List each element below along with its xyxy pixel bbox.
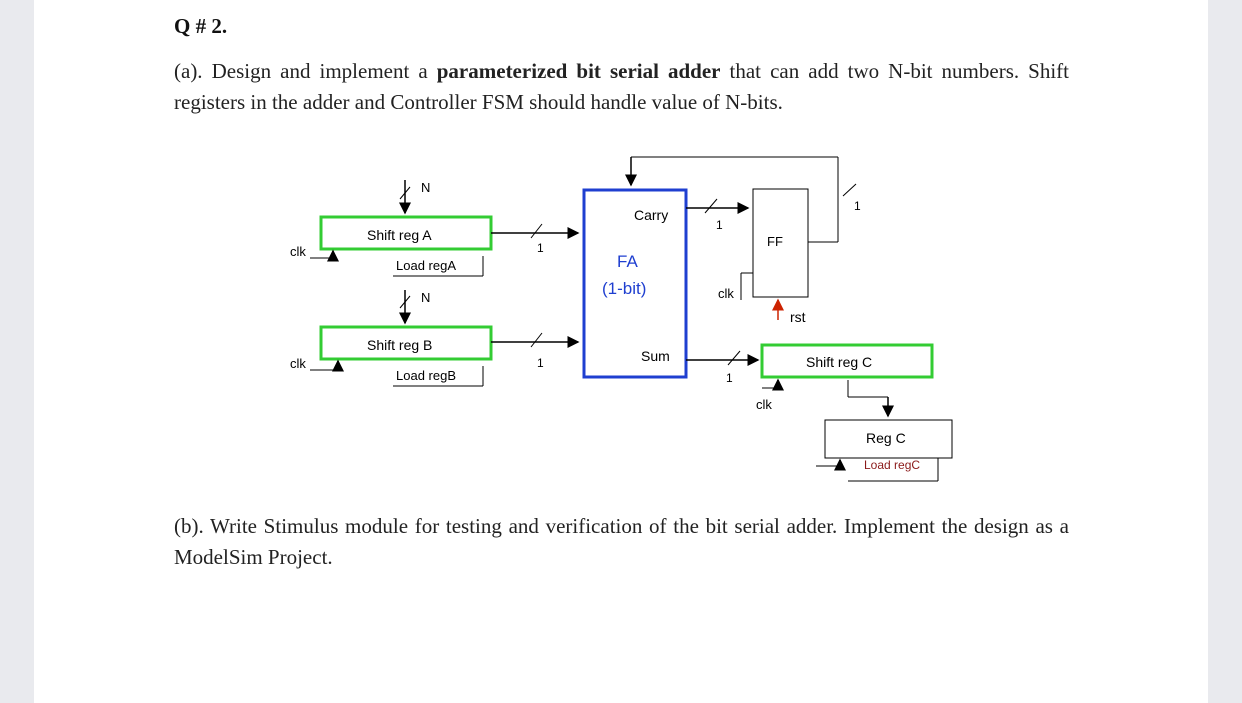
full-adder: Carry FA (1-bit) Sum: [582, 188, 688, 379]
shift-reg-b: N Shift reg B Load regB clk 1: [290, 290, 580, 387]
reg-c-box: [824, 419, 953, 459]
shift-reg-a-width-label: N: [421, 180, 430, 195]
load-rega-label: Load regA: [396, 258, 456, 273]
shift-reg-b-label: Shift reg B: [367, 337, 432, 353]
ff-rst-label: rst: [790, 309, 806, 325]
part-b-paragraph: (b). Write Stimulus module for testing a…: [174, 514, 1069, 569]
fa-name: FA: [617, 252, 638, 271]
shift-reg-a-box: [319, 215, 493, 251]
shift-reg-a: N Shift reg A Load regA clk 1: [290, 180, 580, 277]
ff-in-width: 1: [716, 218, 723, 232]
shift-reg-b-clk-label: clk: [290, 356, 306, 371]
reg-c-label: Reg C: [866, 430, 906, 446]
load-regb-label: Load regB: [396, 368, 456, 383]
ff-feedback-width: 1: [854, 199, 861, 213]
fa-sum-label: Sum: [641, 348, 670, 364]
ff-label: FF: [767, 234, 783, 249]
question-number: Q # 2.: [174, 14, 228, 38]
shift-reg-a-out-width: 1: [537, 241, 544, 255]
part-a-bold-term: parameterized bit serial adder: [436, 59, 721, 83]
fa-carry-label: Carry: [634, 207, 668, 223]
reg-c: Reg C Load regC: [816, 419, 953, 482]
shift-reg-a-clk-label: clk: [290, 244, 306, 259]
shift-reg-b-width-label: N: [421, 290, 430, 305]
fa-detail: (1-bit): [602, 279, 646, 298]
shift-reg-c-box: [760, 343, 934, 379]
part-a-suffix: that can add two N-bit numbers. Shift re…: [174, 59, 1069, 114]
shift-reg-c: 1 Shift reg C clk: [686, 343, 934, 418]
shift-reg-c-label: Shift reg C: [806, 354, 872, 370]
shift-reg-a-label: Shift reg A: [367, 227, 432, 243]
carry-flip-flop: FF 1 1 clk rst: [625, 156, 861, 325]
ff-clk-label: clk: [718, 286, 734, 301]
full-adder-box: [582, 188, 688, 379]
part-a-prefix: (a). Design and implement a: [174, 59, 437, 83]
shift-reg-b-box: [319, 325, 493, 361]
shift-reg-c-in-width: 1: [726, 371, 733, 385]
ff-box: [752, 188, 809, 298]
shift-reg-b-out-width: 1: [537, 356, 544, 370]
part-a-paragraph: (a). Design and implement a parameterize…: [174, 56, 1069, 118]
load-regc-label: Load regC: [864, 458, 920, 472]
shift-reg-c-clk-label: clk: [756, 397, 772, 412]
